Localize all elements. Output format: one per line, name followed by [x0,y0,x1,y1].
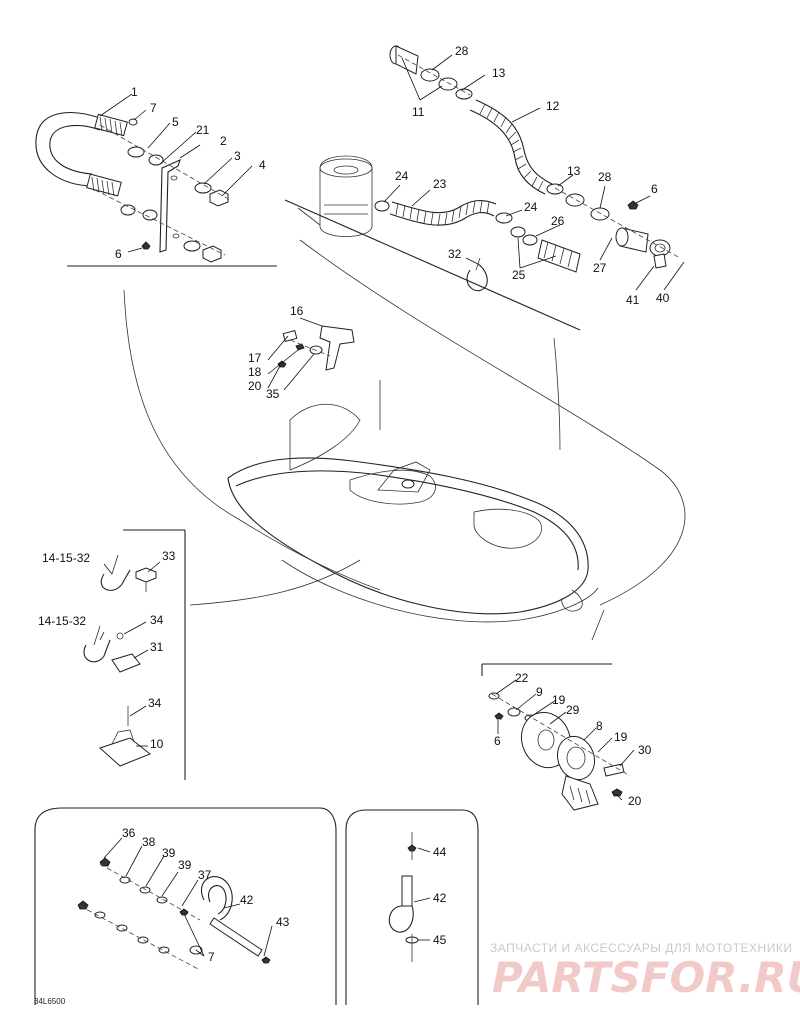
clamp-32 [466,263,488,292]
washer [194,182,212,194]
outlet-fitting [615,227,671,269]
handle-grip-upper [94,113,128,137]
part-label: 28 [598,170,612,184]
part-label: 30 [638,743,652,757]
part-label: 38 [142,835,156,849]
bracket-16-group [277,325,355,371]
part-label: 31 [150,640,164,654]
cable-clamp [83,639,111,663]
part-label: 7 [150,101,157,115]
part-label: 10 [150,737,164,751]
strap-clamp-42 [388,875,414,933]
part-label: 19 [614,730,628,744]
washer [183,240,201,252]
fuel-container [319,155,373,237]
part-label: 12 [546,99,560,113]
part-label: 16 [290,304,304,318]
corrugated-hose-23 [389,199,497,227]
grab-handle-group [35,112,277,267]
part-label: 25 [512,268,526,282]
watermark: ЗАПЧАСТИ И АКСЕССУАРЫ ДЛЯ МОТОТЕХНИКИ PA… [490,941,800,1002]
part-label: 5 [172,115,179,129]
part-label: 26 [551,214,565,228]
part-label: 24 [395,169,409,183]
hose-25 [537,239,581,273]
part-label: 11 [412,105,425,119]
part-label: 32 [448,247,462,261]
part-label: 42 [433,891,447,905]
part-label: 33 [162,549,176,563]
part-label: 19 [552,693,566,707]
strap-clamp-37 [201,876,263,957]
part-label: 18 [248,365,262,379]
watercraft-hull [123,239,686,623]
part-label: 21 [196,123,210,137]
part-labels: 1 7 5 21 2 3 4 6 28 13 11 12 24 23 24 13… [38,44,670,964]
part-label: 9 [536,685,543,699]
part-label: 3 [234,149,241,163]
washer [148,154,164,166]
part-label: 13 [567,164,581,178]
washer [142,209,158,221]
part-label: 14-15-32 [42,551,90,565]
watermark-logo: PARTSFOR.RU [492,953,800,1002]
part-label: 7 [208,950,215,964]
part-label: 39 [162,846,176,860]
handle-grip-lower [86,173,122,197]
part-label: 2 [220,134,227,148]
part-label: 42 [240,893,254,907]
bottom-middle-panel [345,809,479,1005]
part-label: 20 [248,379,262,393]
part-label: 23 [433,177,447,191]
part-label: 29 [566,703,580,717]
figure-code: 34L6500 [34,997,66,1006]
part-label: 13 [492,66,506,80]
cable-clamp [100,569,131,591]
part-label: 35 [266,387,280,401]
part-label: 36 [122,826,136,840]
part-label: 40 [656,291,670,305]
bottom-left-panel [34,807,337,1005]
watermark-tagline: ЗАПЧАСТИ И АКСЕССУАРЫ ДЛЯ МОТОТЕХНИКИ [490,941,792,955]
part-label: 4 [259,158,266,172]
nut [202,245,222,263]
part-label: 8 [596,719,603,733]
part-label: 45 [433,933,447,947]
part-label: 20 [628,794,642,808]
part-label: 28 [455,44,469,58]
left-fastener-group [83,529,361,780]
right-assembly-group [481,609,631,811]
part-label: 44 [433,845,447,859]
part-label: 22 [515,671,529,685]
part-label: 34 [148,696,162,710]
horn-8 [556,735,599,811]
part-label: 39 [178,858,192,872]
part-label: 27 [593,261,607,275]
part-label: 24 [524,200,538,214]
part-label: 17 [248,351,262,365]
screw [128,118,138,126]
clip-31 [111,653,141,673]
washer [127,146,145,158]
part-label: 43 [276,915,290,929]
part-label: 6 [651,182,658,196]
part-label: 6 [115,247,122,261]
base-10 [99,737,151,767]
part-label: 14-15-32 [38,614,86,628]
part-label: 6 [494,734,501,748]
part-label: 34 [150,613,164,627]
corrugated-hose-12 [469,99,553,195]
hose-assembly-group [284,45,681,331]
push-rivet [135,567,157,583]
part-label: 37 [198,868,212,882]
part-label: 1 [131,85,138,99]
leader-lines [99,54,685,957]
screw [141,241,151,250]
part-label: 41 [626,293,640,307]
